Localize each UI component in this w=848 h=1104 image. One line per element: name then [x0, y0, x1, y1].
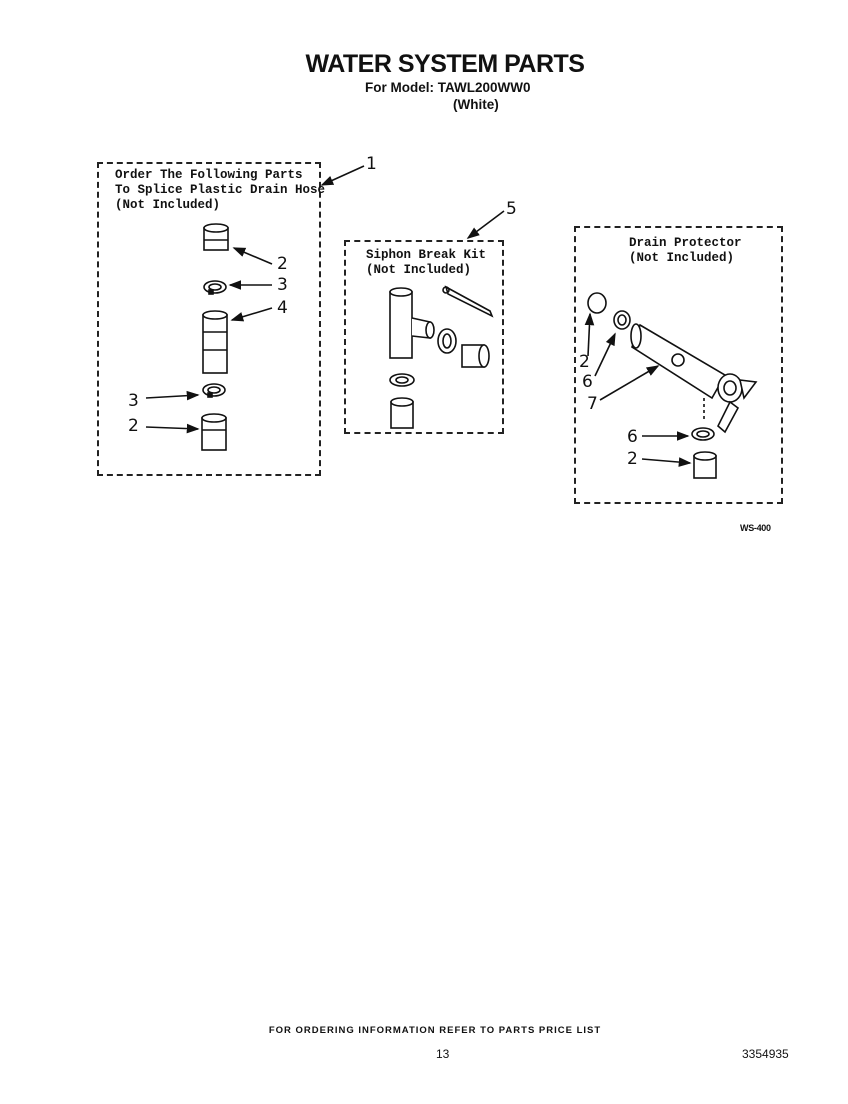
model-variant: (White): [453, 97, 499, 112]
siphon-break-kit-label: Siphon Break Kit (Not Included): [366, 248, 487, 277]
callout-splice-d: 3: [128, 391, 139, 411]
drain-protector-label: Drain Protector (Not Included): [629, 236, 742, 265]
siphon-break-kit-box: [344, 240, 504, 434]
callout-drain-b: 6: [582, 372, 593, 392]
drain-protector-valve-icon: [587, 292, 758, 434]
splice-parts-label: Order The Following Parts To Splice Plas…: [115, 168, 326, 212]
page-number: 13: [436, 1047, 450, 1061]
callout-drain-d: 6: [627, 427, 638, 447]
hose-clamp-icon: [203, 280, 227, 295]
document-number: 3354935: [742, 1047, 789, 1061]
hose-clamp-icon: [202, 383, 226, 398]
illustration-code: WS-400: [740, 523, 771, 533]
callout-splice-e: 2: [128, 416, 139, 436]
callout-5: 5: [506, 199, 517, 219]
callout-drain-c: 7: [587, 394, 598, 414]
siphon-clip-icon: [442, 285, 494, 318]
page-title: WATER SYSTEM PARTS: [305, 50, 585, 78]
callout-splice-c: 4: [277, 298, 288, 318]
callout-splice-b: 3: [277, 275, 288, 295]
drain-protector-box: [574, 226, 783, 504]
callout-splice-a: 2: [277, 254, 288, 274]
siphon-tee-icon: [389, 287, 435, 359]
callout-1: 1: [366, 154, 377, 174]
splice-parts-box: [97, 162, 321, 476]
hose-connector-icon: [201, 413, 227, 451]
callout-drain-a: 2: [579, 352, 590, 372]
ordering-note: FOR ORDERING INFORMATION REFER TO PARTS …: [268, 1025, 602, 1036]
hose-splice-tube-icon: [202, 310, 228, 374]
hose-connector-icon: [203, 223, 229, 251]
callout-drain-e: 2: [627, 449, 638, 469]
model-line: For Model: TAWL200WW0: [365, 80, 531, 95]
